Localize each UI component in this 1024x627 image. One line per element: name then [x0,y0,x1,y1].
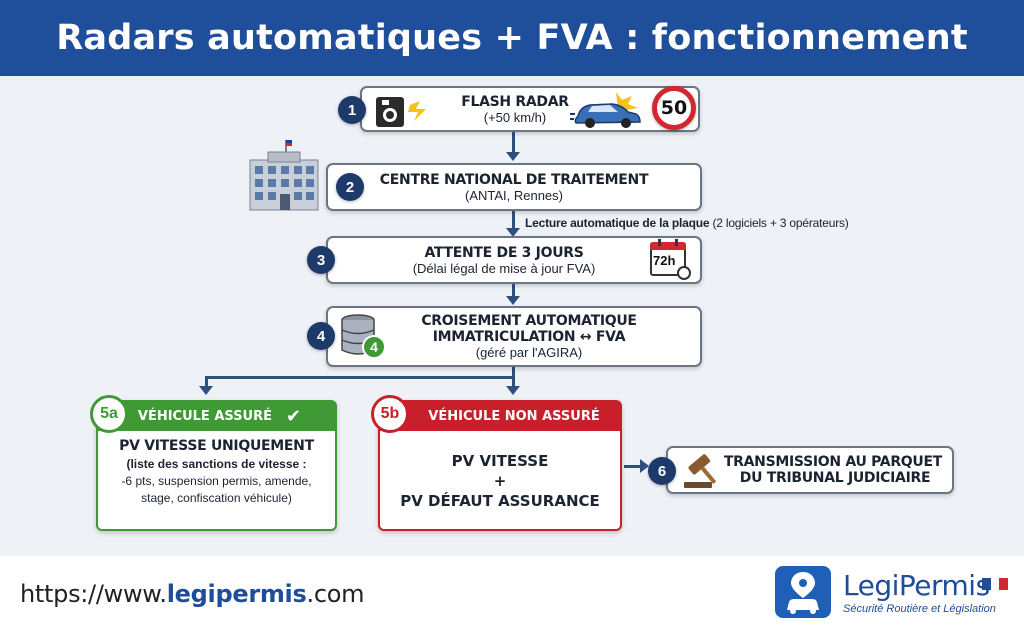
step-5a-sub-line3: stage, confiscation véhicule) [141,491,292,505]
legipermis-logo-icon [775,566,831,618]
step-5a-number: 5a [90,395,128,433]
step-3-title: ATTENTE DE 3 JOURS [424,244,584,261]
speed-limit-value: 50 [660,97,688,119]
step-5a-content: PV VITESSE UNIQUEMENT (liste des sanctio… [98,438,335,505]
calendar-72h-icon: 72h [650,239,691,281]
radar-camera-icon [374,95,440,134]
website-url[interactable]: https://www.legipermis.com [20,580,364,608]
arrowhead-2-3 [506,228,520,237]
step-3-attente: ATTENTE DE 3 JOURS (Délai légal de mise … [326,236,702,284]
speed-limit-sign: 50 [652,86,696,130]
connector-5b-6 [624,465,642,468]
step-6-number: 6 [648,457,676,485]
step-5a-sub-line1: (liste des sanctions de vitesse : [126,457,307,471]
step-3-number: 3 [307,246,335,274]
connector-1-2 [512,132,515,154]
step-5b-header: VÉHICULE NON ASSURÉ [380,402,620,431]
step-3-subtitle: (Délai légal de mise à jour FVA) [412,260,596,276]
arrowhead-3-4 [506,296,520,305]
step-5b-content: PV VITESSE + PV DÉFAUT ASSURANCE [380,452,620,510]
step-2-subtitle: (ANTAI, Rennes) [464,187,563,203]
connector-4-split [512,367,515,378]
step-1-number: 1 [338,96,366,124]
car-flash-icon [570,90,644,135]
step-2-number: 2 [336,173,364,201]
connector-split-right [512,376,515,388]
clock-icon [677,266,691,280]
step-1-title: FLASH RADAR [461,93,569,110]
arrowhead-1-2 [506,152,520,161]
step-4-title-line1: CROISEMENT AUTOMATIQUE [421,313,637,329]
building-icon [246,138,322,217]
calendar-label: 72h [653,253,676,268]
step-5b-line2: PV DÉFAUT ASSURANCE [400,492,600,510]
connector-split-left [205,376,208,388]
step-5b-plus: + [493,472,507,490]
title-banner: Radars automatiques + FVA : fonctionneme… [0,0,1024,76]
logo-name: LegiPermis [843,569,990,602]
url-brand: legipermis [166,580,307,608]
step-4-croisement: CROISEMENT AUTOMATIQUE IMMATRICULATION ↔… [326,306,702,367]
step-2-title: CENTRE NATIONAL DE TRAITEMENT [379,171,649,188]
step-2-centre-national: CENTRE NATIONAL DE TRAITEMENT (ANTAI, Re… [326,163,702,211]
step-5b-header-text: VÉHICULE NON ASSURÉ [428,409,600,424]
plate-reading-note-rest: (2 logiciels + 3 opérateurs) [709,216,849,230]
database-check-badge: 4 [362,335,386,359]
step-5a-header-text: VÉHICULE ASSURÉ [137,409,272,424]
arrowhead-5a [199,386,213,395]
checkmark-icon: ✔ [286,406,302,427]
step-5a-header: VÉHICULE ASSURÉ ✔ [98,402,335,431]
gavel-icon [680,450,724,495]
connector-3-4 [512,284,515,298]
step-6-title-line2: DU TRIBUNAL JUDICIAIRE [739,470,931,486]
logo-tagline: Sécurité Routière et Législation [843,603,996,615]
arrowhead-5b [506,386,520,395]
french-flag-icon [982,578,1009,590]
page-title: Radars automatiques + FVA : fonctionneme… [56,18,968,58]
step-5b-vehicule-non-assure: VÉHICULE NON ASSURÉ PV VITESSE + PV DÉFA… [378,400,622,531]
step-5b-line1: PV VITESSE [451,452,549,470]
step-5a-title: PV VITESSE UNIQUEMENT [119,438,314,454]
step-1-subtitle: (+50 km/h) [483,109,547,125]
connector-2-3 [512,211,515,229]
plate-reading-note-bold: Lecture automatique de la plaque [525,216,710,230]
footer [0,556,1024,627]
arrowhead-6 [640,459,649,473]
step-4-subtitle: (géré par l'AGIRA) [475,345,583,360]
step-4-number: 4 [307,322,335,350]
url-suffix: .com [306,580,365,608]
step-5a-vehicule-assure: VÉHICULE ASSURÉ ✔ PV VITESSE UNIQUEMENT … [96,400,337,531]
step-6-title-line1: TRANSMISSION AU PARQUET [723,454,942,470]
step-5b-number: 5b [371,395,409,433]
plate-reading-note: Lecture automatique de la plaque (2 logi… [525,216,849,230]
step-5a-sub-line2: -6 pts, suspension permis, amende, [121,474,312,488]
step-4-title-line2: IMMATRICULATION ↔ FVA [432,329,626,345]
url-prefix: https://www. [20,580,167,608]
connector-split-horizontal [205,376,515,379]
step-6-transmission: TRANSMISSION AU PARQUET DU TRIBUNAL JUDI… [666,446,954,494]
